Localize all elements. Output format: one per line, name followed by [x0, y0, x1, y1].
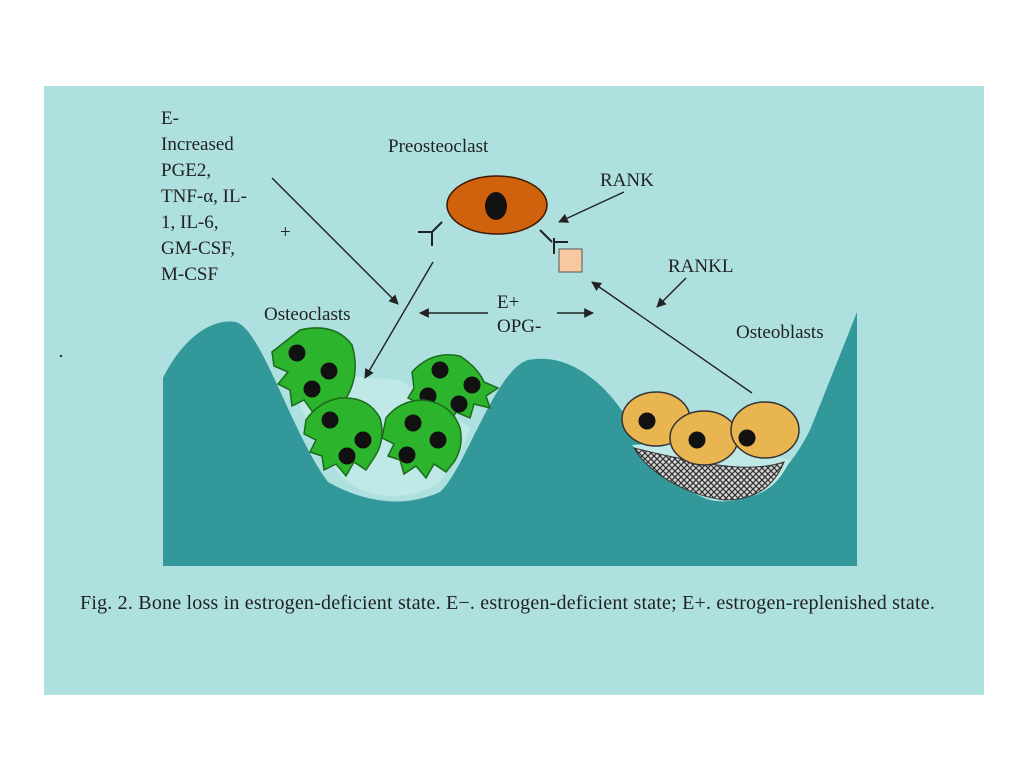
preosteoclast-label: Preosteoclast: [388, 136, 489, 157]
factor-line: TNF-α, IL-: [161, 186, 247, 207]
opg-minus-label: OPG-: [497, 316, 542, 337]
factor-line: M-CSF: [161, 264, 219, 285]
osteoclast-cell: [271, 327, 356, 416]
factor-line: GM-CSF,: [161, 238, 235, 259]
stray-dot: [59, 354, 63, 358]
e-plus-label: E+: [497, 292, 520, 313]
rank-label: RANK: [600, 170, 654, 191]
plus-sign: +: [280, 222, 291, 243]
osteoblasts-label: Osteoblasts: [736, 322, 824, 343]
arrow-rankl-pointer: [656, 277, 687, 308]
osteoblast-cell: [669, 410, 739, 466]
arrow-preosteoclast-to-osteoclasts: [364, 261, 434, 379]
factor-line: PGE2,: [161, 160, 212, 181]
factor-line: 1, IL-6,: [161, 212, 219, 233]
bone-surface: [163, 312, 857, 566]
osteoclast-cell: [381, 399, 462, 480]
rankl-ligand: [558, 248, 583, 273]
rank-receptor-right: [539, 229, 568, 254]
factor-line: Increased: [161, 134, 234, 155]
figure-caption: Fig. 2. Bone loss in estrogen-deficient …: [80, 592, 936, 614]
arrow-osteoblast-to-rankl: [591, 281, 753, 394]
arrow-rank-pointer: [558, 191, 625, 223]
rank-receptor-left: [418, 221, 443, 246]
factors-list: E- Increased PGE2, TNF-α, IL- 1, IL-6, G…: [161, 106, 247, 288]
osteoblast-cell: [730, 401, 800, 459]
preosteoclast-cell: [446, 175, 548, 235]
osteoclast-cell: [303, 397, 383, 478]
factor-line: E-: [161, 108, 179, 129]
arrow-factors-to-osteoclasts: [271, 177, 399, 305]
osteoclasts-label: Osteoclasts: [264, 304, 351, 325]
rankl-label: RANKL: [668, 256, 734, 277]
